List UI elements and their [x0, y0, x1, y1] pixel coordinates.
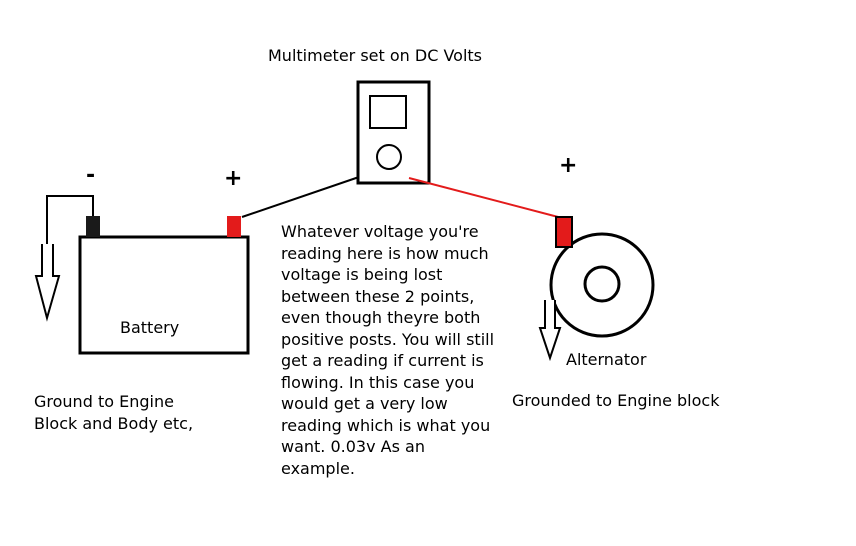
alternator-positive-sign: +	[559, 153, 578, 178]
explanation-line: example.	[281, 458, 355, 478]
explanation-text: Whatever voltage you're reading here is …	[281, 221, 494, 479]
black-probe-lead	[241, 176, 360, 218]
explanation-line: want. 0.03v As an	[281, 437, 425, 456]
ground-note: Ground to Engine Block and Body etc,	[34, 391, 193, 435]
battery-label: Battery	[120, 318, 180, 337]
multimeter-dial	[376, 144, 402, 170]
multimeter-title: Multimeter set on DC Volts	[268, 46, 482, 65]
multimeter-display	[369, 95, 407, 129]
alternator-pulley	[583, 265, 621, 303]
multimeter	[356, 80, 431, 185]
battery-body	[78, 235, 250, 355]
ground-note-line: Block and Body etc,	[34, 414, 194, 433]
explanation-line: flowing. In this case you	[281, 372, 475, 392]
explanation-line: get a reading if current is	[281, 351, 484, 370]
explanation-line: voltage is being lost	[281, 265, 443, 284]
red-probe-lead	[408, 177, 563, 219]
battery-positive-sign: +	[224, 166, 243, 191]
explanation-line: Whatever voltage you're	[281, 222, 479, 241]
grounded-note: Grounded to Engine block	[512, 391, 720, 410]
battery-negative-post	[86, 216, 100, 237]
explanation-line: would get a very low	[281, 394, 448, 413]
alternator-positive-post	[555, 216, 573, 248]
battery	[78, 216, 250, 355]
alternator	[549, 216, 655, 338]
negative-sign: -	[86, 163, 96, 188]
explanation-line: reading which is what you	[281, 415, 491, 435]
explanation-line: reading here is how much	[281, 243, 489, 263]
ground-arrow-icon	[34, 244, 61, 322]
ground-note-line: Ground to Engine	[34, 392, 174, 411]
alternator-label: Alternator	[566, 350, 647, 369]
explanation-line: between these 2 points,	[281, 286, 475, 306]
explanation-line: even though theyre both	[281, 308, 481, 327]
ground-wire	[46, 195, 94, 244]
explanation-line: positive posts. You will still	[281, 329, 495, 349]
battery-positive-post	[227, 216, 241, 237]
alternator-ground-arrow-icon	[538, 300, 562, 362]
